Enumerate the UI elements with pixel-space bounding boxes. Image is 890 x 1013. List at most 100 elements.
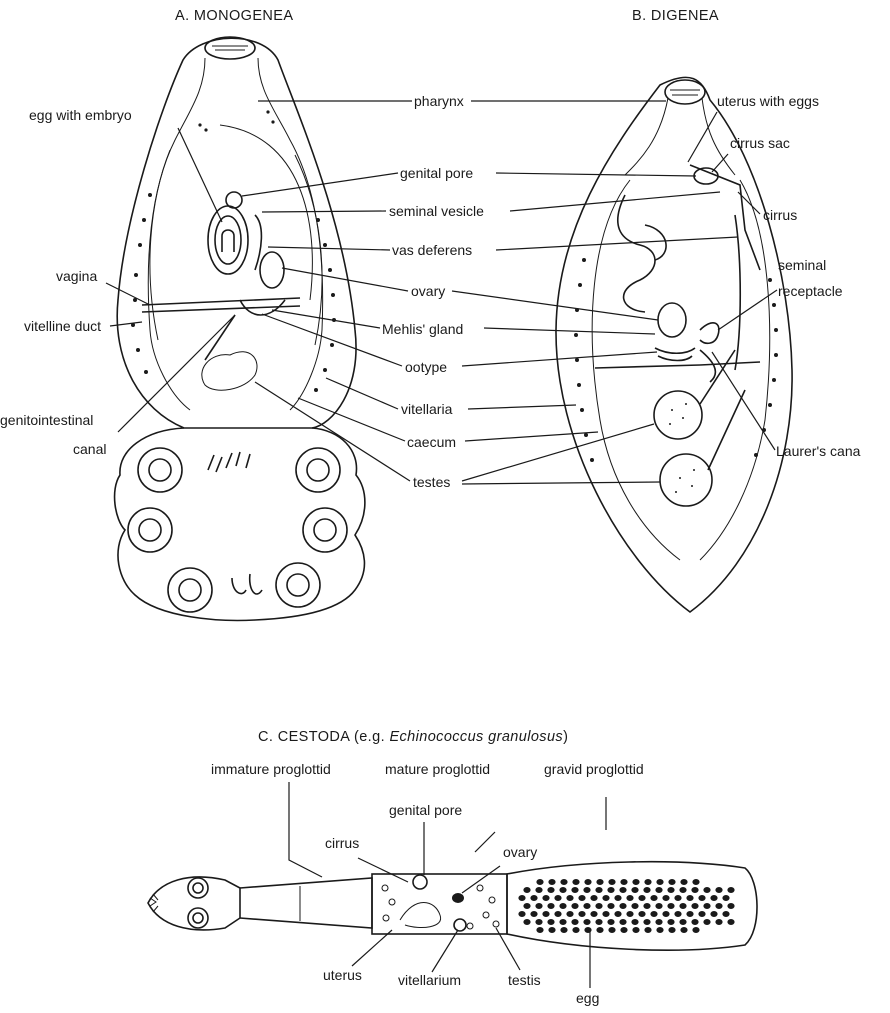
egg-dot xyxy=(566,911,573,917)
egg-dot xyxy=(583,887,590,893)
egg-dot xyxy=(547,887,554,893)
egg-dot xyxy=(542,895,549,901)
egg-dot xyxy=(619,919,626,925)
egg-dot xyxy=(680,927,687,933)
egg-dot xyxy=(668,927,675,933)
egg-dot xyxy=(571,903,578,909)
label-vas-deferens: vas deferens xyxy=(392,242,472,258)
egg-dot xyxy=(620,879,627,885)
testes-stipple xyxy=(669,403,695,493)
egg-dot xyxy=(679,887,686,893)
egg-dot xyxy=(608,879,615,885)
egg-dot xyxy=(595,887,602,893)
egg-dot xyxy=(715,903,722,909)
egg-dot xyxy=(559,919,566,925)
egg-dot xyxy=(692,927,699,933)
label-vitellaria: vitellaria xyxy=(401,401,453,417)
label-genital-pore: genital pore xyxy=(400,165,473,181)
label-uterus-c: uterus xyxy=(323,967,362,983)
shared-labels: pharynx genital pore seminal vesicle vas… xyxy=(242,93,738,490)
egg-dot xyxy=(679,919,686,925)
egg-dot xyxy=(703,919,710,925)
label-laurers-canal: Laurer's cana xyxy=(776,443,861,459)
egg-dot xyxy=(619,887,626,893)
egg-dot xyxy=(602,895,609,901)
egg-dot xyxy=(655,919,662,925)
egg-dot xyxy=(667,887,674,893)
panel-b-title: B. DIGENEA xyxy=(632,8,719,24)
egg-dot xyxy=(523,919,530,925)
egg-dot xyxy=(590,911,597,917)
label-cirrus: cirrus xyxy=(763,207,797,223)
label-vagina: vagina xyxy=(56,268,97,284)
egg-dot xyxy=(703,887,710,893)
egg-dot xyxy=(518,895,525,901)
label-egg-with-embryo: egg with embryo xyxy=(29,107,132,123)
egg-dot xyxy=(571,887,578,893)
egg-dot xyxy=(607,919,614,925)
egg-dot xyxy=(698,911,705,917)
egg-dot xyxy=(715,887,722,893)
egg-dot xyxy=(710,895,717,901)
egg-dot xyxy=(655,903,662,909)
label-mature-proglottid: mature proglottid xyxy=(385,761,490,777)
egg-dot xyxy=(662,895,669,901)
egg-dot xyxy=(644,879,651,885)
egg-dot xyxy=(667,919,674,925)
egg-dot xyxy=(727,903,734,909)
egg-dot xyxy=(650,895,657,901)
egg-dot xyxy=(559,887,566,893)
egg-dot xyxy=(631,887,638,893)
cestode-illustration xyxy=(148,862,757,950)
label-ootype: ootype xyxy=(405,359,447,375)
label-seminal-vesicle: seminal vesicle xyxy=(389,203,484,219)
egg-dot xyxy=(680,879,687,885)
egg-dot xyxy=(614,911,621,917)
egg-dot xyxy=(698,895,705,901)
egg-dot xyxy=(655,887,662,893)
egg-dot xyxy=(554,911,561,917)
egg-dot xyxy=(596,927,603,933)
label-immature-proglottid: immature proglottid xyxy=(211,761,331,777)
label-vitelline-duct: vitelline duct xyxy=(24,318,101,334)
mature-proglottid-organs xyxy=(382,885,499,929)
egg-dot xyxy=(542,911,549,917)
label-gravid-proglottid: gravid proglottid xyxy=(544,761,644,777)
egg-dot xyxy=(643,903,650,909)
egg-dot xyxy=(571,919,578,925)
egg-dot xyxy=(584,879,591,885)
panel-a-labels: egg with embryo vagina vitelline duct ge… xyxy=(0,107,235,457)
egg-dot xyxy=(631,919,638,925)
panel-a-title: A. MONOGENEA xyxy=(175,8,293,24)
panel-c-title-species: Echinococcus granulosus xyxy=(389,729,563,745)
egg-dot xyxy=(715,919,722,925)
egg-dot xyxy=(692,879,699,885)
egg-dot xyxy=(626,895,633,901)
egg-dot xyxy=(710,911,717,917)
haptor-suckers xyxy=(128,448,347,612)
egg-dot xyxy=(548,879,555,885)
label-ovary-c: ovary xyxy=(503,844,537,860)
egg-dot xyxy=(656,927,663,933)
label-testes: testes xyxy=(413,474,450,490)
egg-dot xyxy=(535,887,542,893)
egg-dot xyxy=(608,927,615,933)
haptor-hooks xyxy=(208,452,262,594)
egg-dot xyxy=(572,927,579,933)
label-uterus-with-eggs: uterus with eggs xyxy=(717,93,819,109)
egg-dot xyxy=(668,879,675,885)
egg-dot xyxy=(583,919,590,925)
label-ovary: ovary xyxy=(411,283,445,299)
egg-dot xyxy=(554,895,561,901)
label-receptacle: receptacle xyxy=(778,283,843,299)
egg-dot xyxy=(632,927,639,933)
egg-dot xyxy=(578,895,585,901)
egg-dot xyxy=(595,903,602,909)
panel-c-title: C. CESTODA (e.g. Echinococcus granulosus… xyxy=(258,729,568,745)
egg-dot xyxy=(535,919,542,925)
egg-dot xyxy=(727,919,734,925)
label-seminal: seminal xyxy=(778,257,826,273)
egg-dot xyxy=(578,911,585,917)
panel-c-title-suffix: ) xyxy=(563,729,568,745)
